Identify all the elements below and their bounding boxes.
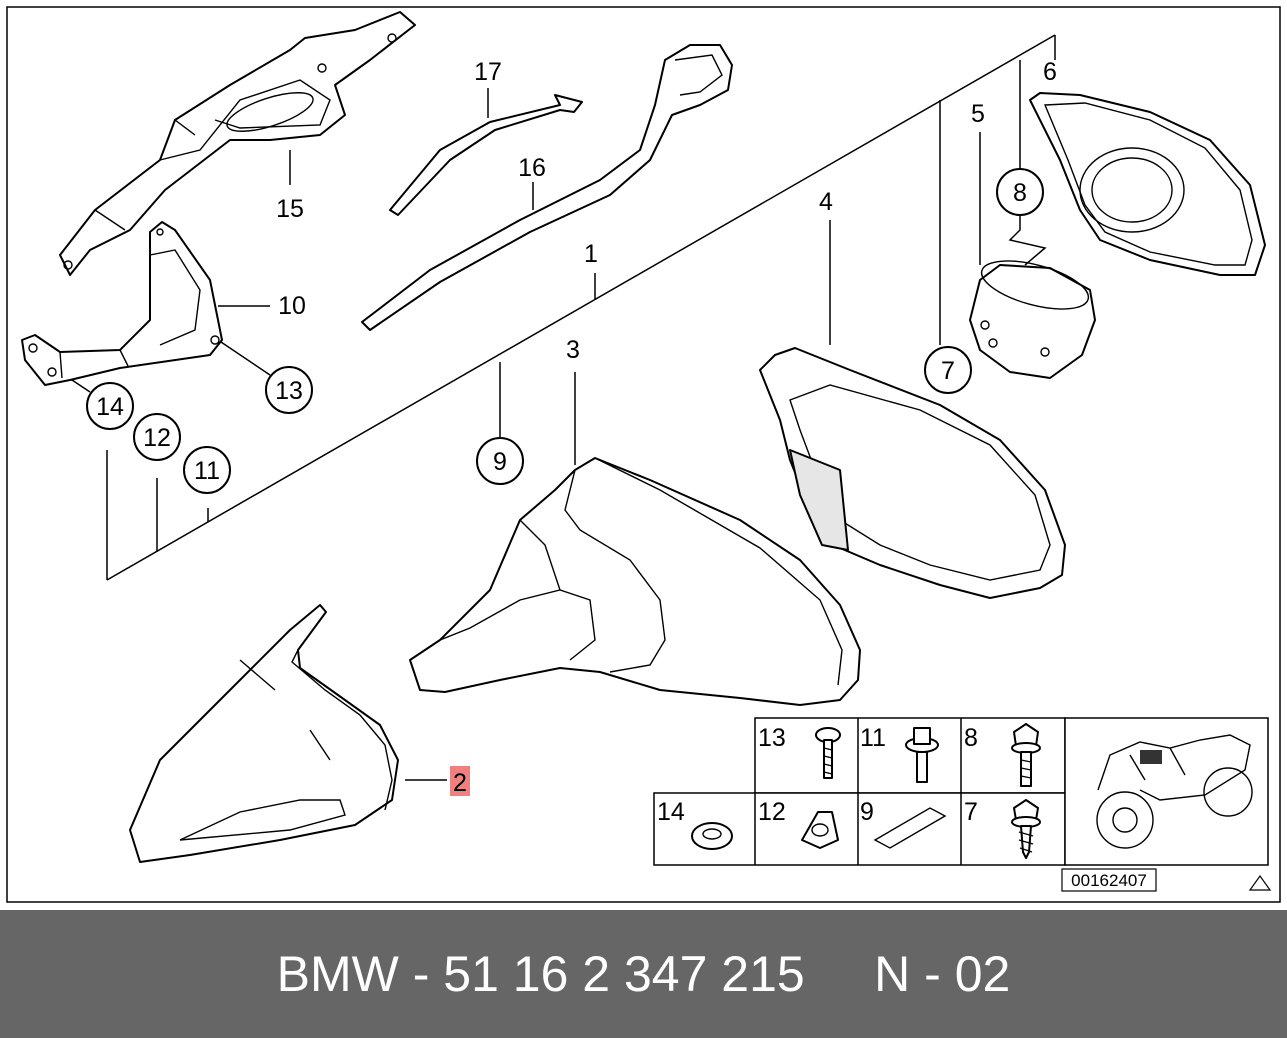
glass-holder-part-4	[759, 347, 1066, 599]
clip-12-icon	[801, 811, 839, 849]
reference-number: 00162407	[1071, 871, 1147, 890]
strap-part-17	[389, 94, 583, 216]
label-17: 17	[474, 58, 502, 86]
mirror-base-part-3	[409, 457, 861, 706]
label-3: 3	[566, 336, 580, 364]
screw-13-icon	[815, 727, 841, 779]
highlight-2	[450, 766, 470, 796]
warning-triangle-icon	[1248, 874, 1272, 891]
assembly-leader-lines	[59, 34, 1056, 781]
label-4: 4	[819, 188, 833, 216]
mirror-glass-part-6	[1029, 92, 1266, 276]
diagram-frame	[6, 6, 1281, 903]
label-16: 16	[518, 154, 546, 182]
label-11: 11	[194, 457, 220, 485]
cable-part-16	[361, 44, 733, 331]
mirror-cover-part-2	[129, 604, 399, 863]
label-2: 2	[453, 769, 467, 797]
hardware-legend: 13 11 8 14 12 9 7	[653, 717, 1272, 892]
label-1: 1	[584, 240, 598, 268]
legend-14: 14	[657, 798, 685, 826]
diagram-area: 1 2 3 4 5 6 15 17 16 10 8 7 9 13 14 12 1…	[6, 6, 1281, 903]
label-6: 6	[1043, 58, 1057, 86]
wire-clip-9-icon	[873, 807, 947, 849]
part-number-caption: BMW - 51 16 2 347 215 N - 02	[276, 946, 1011, 1002]
legend-13: 13	[758, 724, 786, 752]
label-15: 15	[276, 195, 304, 223]
motor-part-5	[969, 260, 1096, 379]
bolt-8-icon	[1011, 723, 1041, 787]
part-labels: 1 2 3 4 5 6 15 17 16 10 8 7 9 13 14 12 1…	[86, 58, 1057, 797]
exploded-parts-diagram: 1 2 3 4 5 6 15 17 16 10 8 7 9 13 14 12 1…	[6, 6, 1281, 903]
label-5: 5	[971, 100, 985, 128]
legend-8: 8	[964, 724, 978, 752]
washer-14-icon	[691, 822, 733, 850]
bracket-part-10	[21, 221, 223, 386]
label-12: 12	[143, 424, 171, 452]
screw-7-icon	[1011, 799, 1041, 859]
footer-bar: BMW - 51 16 2 347 215 N - 02	[0, 910, 1287, 1038]
mirror-location-marker	[1140, 750, 1162, 764]
legend-9: 9	[860, 798, 874, 826]
legend-7: 7	[964, 798, 978, 826]
label-7: 7	[941, 357, 955, 385]
bolt-11-icon	[905, 727, 939, 783]
legend-11: 11	[860, 724, 886, 752]
label-8: 8	[1013, 179, 1027, 207]
label-14: 14	[96, 393, 124, 421]
label-10: 10	[278, 292, 306, 320]
legend-12: 12	[758, 798, 786, 826]
label-13: 13	[275, 377, 303, 405]
motorcycle-icon	[1096, 734, 1253, 849]
label-9: 9	[493, 448, 507, 476]
bracket-part-15	[59, 11, 416, 276]
